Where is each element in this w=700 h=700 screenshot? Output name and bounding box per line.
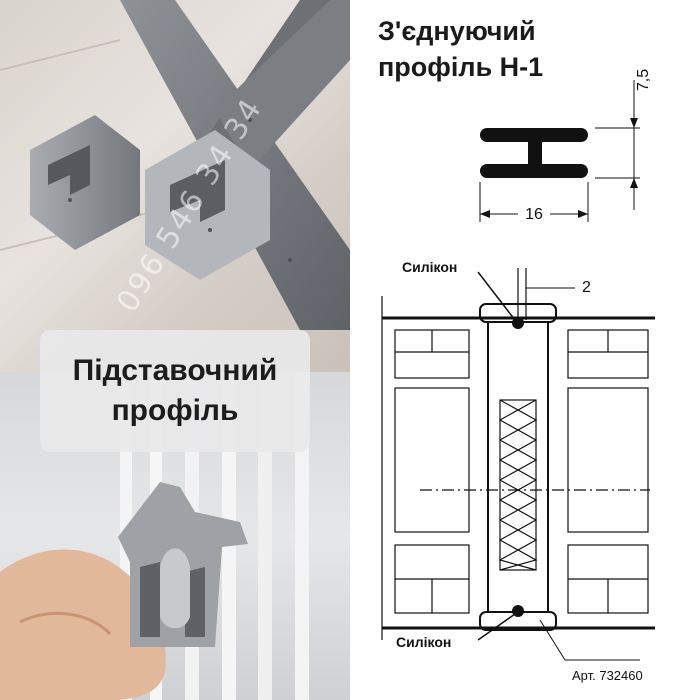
silicone-top-leader bbox=[477, 271, 516, 321]
top-profile-photo bbox=[0, 0, 350, 372]
height-label: 7,5 bbox=[635, 69, 652, 91]
caption-line-1: Підставочний bbox=[72, 354, 278, 387]
profiles-illustration bbox=[0, 0, 350, 330]
width-label: 16 bbox=[525, 206, 543, 223]
technical-drawing-panel: З'єднуючий профіль Н-1 7,5 bbox=[350, 0, 700, 700]
gap-label: 2 bbox=[582, 279, 591, 296]
h-profile-section bbox=[480, 128, 588, 178]
support-profile-illustration bbox=[0, 372, 309, 700]
profile-drawing: 7,5 16 bbox=[381, 69, 655, 683]
silicone-top-label: Силікон bbox=[402, 259, 457, 275]
article-label: Арт. 732460 bbox=[572, 668, 643, 683]
drawing-title-line-2: профіль Н-1 bbox=[378, 52, 544, 82]
drawing-title-line-1: З'єднуючий bbox=[378, 16, 536, 46]
silicone-bottom-label: Силікон bbox=[396, 634, 451, 650]
silicone-bottom-leader bbox=[477, 613, 516, 641]
photo-caption-box: Підставочний профіль bbox=[40, 330, 310, 452]
article-leader bbox=[539, 619, 640, 661]
caption-line-2: профіль bbox=[111, 394, 239, 427]
height-dimension bbox=[595, 80, 640, 210]
